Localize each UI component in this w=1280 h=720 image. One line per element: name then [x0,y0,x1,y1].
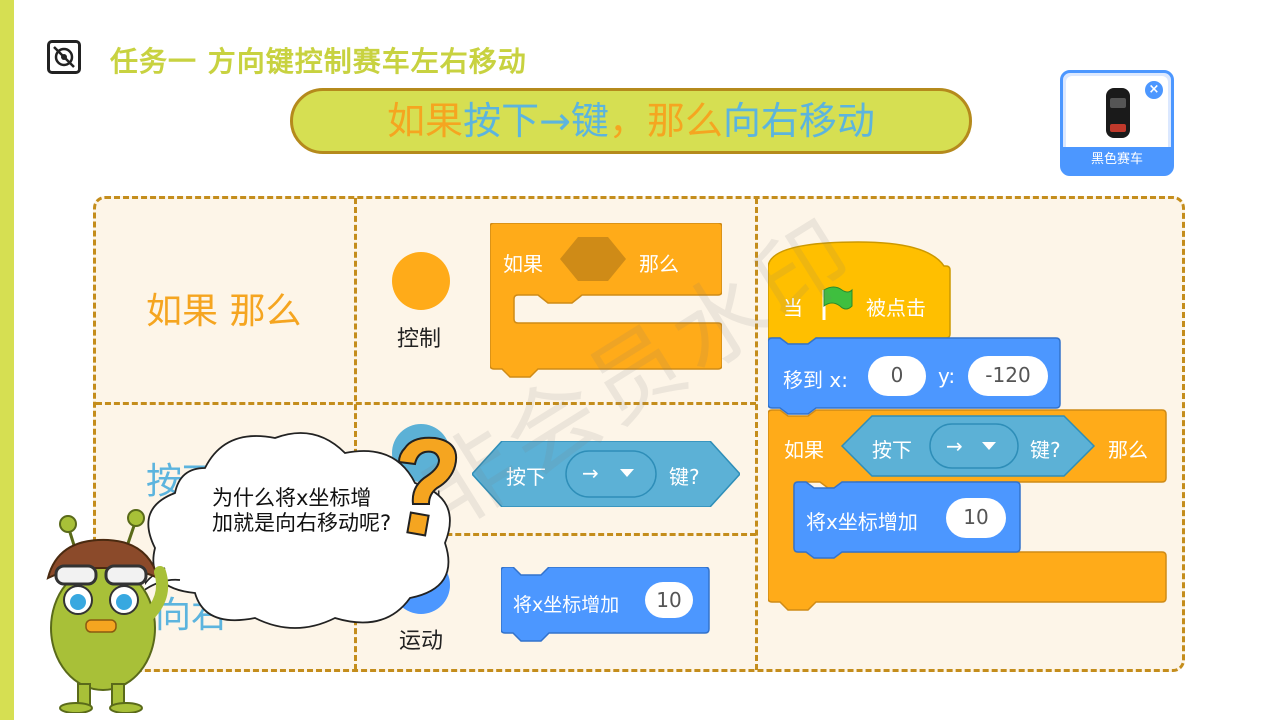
mascot-alien-icon [46,509,169,713]
if-then-block-then: 那么 [639,252,679,276]
script-stack[interactable] [768,238,1172,614]
script-key-suffix: 键? [1030,438,1061,462]
instruction-banner: 如果按下→键，那么向右移动 [290,88,972,154]
goto-y-value[interactable]: -120 [985,363,1031,387]
key-pressed-suffix: 键? [669,465,700,489]
motion-category-label: 运动 [399,629,444,654]
speech-text: 为什么将x坐标增加就是向右移动呢? [212,486,392,535]
goto-y-label: y: [938,364,956,388]
banner-part-then: ，那么 [608,99,723,143]
goto-label: 移到 x: [783,368,848,392]
target-icon [47,40,81,74]
left-accent-bar [0,0,14,720]
script-press-label: 按下 [872,438,912,462]
sprite-name: 黑色赛车 [1063,147,1171,173]
script-then-label: 那么 [1108,438,1148,462]
banner-part-if: 如果 [387,99,464,143]
race-car-icon [1106,88,1130,138]
divider-row-2 [357,533,756,536]
row-label-if-then: 如果 那么 [146,291,302,332]
banner-part-key: 按下→键 [463,99,609,143]
goto-x-value[interactable]: 0 [890,363,904,387]
key-dropdown[interactable]: → [582,461,599,485]
task-title: 任务一 方向键控制赛车左右移动 [110,45,527,78]
sprite-close-button[interactable]: × [1143,79,1165,101]
question-mark-icon [397,436,457,537]
script-change-x-value[interactable]: 10 [963,505,989,529]
divider-col-2 [755,198,758,670]
divider-row-1 [96,402,756,405]
script-change-x-label: 将x坐标增加 [806,510,918,534]
change-x-block[interactable] [501,567,711,643]
thought-cloud [145,432,451,629]
hat-suffix: 被点击 [866,296,926,320]
key-pressed-block[interactable] [472,441,740,507]
control-category-label: 控制 [397,327,442,352]
banner-part-move: 向右移动 [722,99,875,143]
divider-col-1 [354,198,357,670]
hat-prefix: 当 [783,296,803,320]
if-then-block-if: 如果 [503,252,543,276]
sprite-thumbnail[interactable]: 黑色赛车 × [1060,70,1174,176]
change-x-label: 将x坐标增加 [513,594,620,616]
control-category-dot [392,252,450,310]
script-key-dropdown[interactable]: → [946,434,963,458]
key-pressed-label: 按下 [506,465,546,489]
if-then-block[interactable] [490,223,722,378]
script-if-label: 如果 [784,438,824,462]
change-x-value[interactable]: 10 [656,588,682,612]
